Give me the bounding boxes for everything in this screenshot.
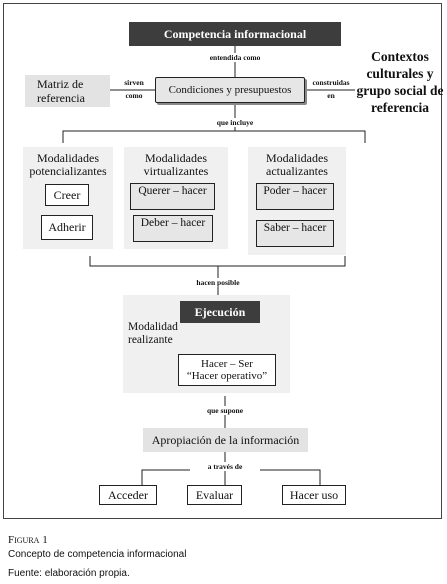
- querer-hacer-box: Querer – hacer: [130, 183, 215, 210]
- hacer-operativo-text: “Hacer operativo”: [186, 370, 268, 382]
- label-entendida-como: entendida como: [195, 53, 275, 62]
- modalidad-realizante-label: Modalidad realizante: [128, 321, 178, 346]
- figure-source: Fuente: elaboración propia.: [8, 568, 130, 579]
- apropiacion-box: Apropiación de la información: [143, 428, 308, 452]
- evaluar-box: Evaluar: [187, 485, 242, 505]
- ejecucion-box: Ejecución: [180, 301, 260, 323]
- title-box: Competencia informacional: [129, 22, 341, 46]
- label-a-traves-de: a través de: [190, 462, 260, 471]
- diagram-frame: [3, 3, 442, 519]
- label-construidas-en: construidas en: [306, 78, 356, 100]
- construidas-text: construidas: [312, 78, 350, 87]
- poder-hacer-box: Poder – hacer: [256, 183, 334, 210]
- como-text: como: [125, 91, 143, 100]
- creer-box: Creer: [45, 184, 89, 206]
- label-que-supone: que supone: [190, 406, 260, 415]
- bracket-a-traves-de: [141, 469, 321, 485]
- matriz-box: Matriz de referencia: [25, 75, 110, 107]
- hacer-operativo-box: Hacer – Ser “Hacer operativo”: [178, 354, 276, 386]
- contextos-label: Contextos culturales y grupo social de r…: [356, 49, 444, 115]
- label-hacen-posible: hacen posible: [178, 278, 258, 287]
- figure-title: Concepto de competencia informacional: [8, 549, 187, 560]
- adherir-box: Adherir: [41, 215, 93, 240]
- acceder-box: Acceder: [99, 485, 157, 505]
- label-que-incluye: que incluye: [190, 118, 280, 127]
- en-text: en: [327, 91, 335, 100]
- bracket-que-incluye: [62, 130, 366, 143]
- potencializantes-label: Modalidades potencializantes: [29, 151, 107, 178]
- virtualizantes-label: Modalidades virtualizantes: [143, 151, 209, 178]
- sirven-text: sirven: [124, 78, 144, 87]
- saber-hacer-box: Saber – hacer: [256, 220, 334, 247]
- condiciones-box: Condiciones y presupuestos: [155, 77, 305, 103]
- label-sirven-como: sirven como: [116, 78, 152, 100]
- hacer-ser-text: Hacer – Ser: [201, 358, 253, 370]
- hacer-uso-box: Hacer uso: [282, 485, 346, 505]
- deber-hacer-box: Deber – hacer: [133, 215, 213, 242]
- figure-number: Figura 1: [8, 534, 48, 546]
- bracket-hacen-posible: [89, 256, 346, 267]
- actualizantes-label: Modalidades actualizantes: [266, 151, 328, 178]
